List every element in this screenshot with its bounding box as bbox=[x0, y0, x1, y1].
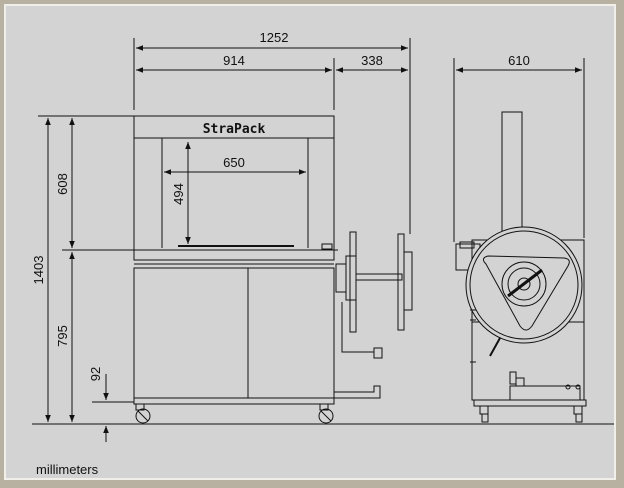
drawing-frame: StraPack bbox=[4, 4, 616, 480]
dim-914: 914 bbox=[223, 53, 245, 68]
dim-92: 92 bbox=[88, 367, 103, 381]
brand-logo: StraPack bbox=[203, 122, 266, 137]
side-view bbox=[455, 111, 587, 423]
dim-608: 608 bbox=[55, 173, 70, 195]
technical-drawing: StraPack bbox=[31, 30, 614, 442]
units-label: millimeters bbox=[36, 462, 99, 477]
dim-610: 610 bbox=[508, 53, 530, 68]
dim-338: 338 bbox=[361, 53, 383, 68]
dim-494: 494 bbox=[171, 183, 186, 205]
dim-795: 795 bbox=[55, 325, 70, 347]
front-view bbox=[133, 115, 413, 424]
dim-1252: 1252 bbox=[260, 30, 289, 45]
dim-1403: 1403 bbox=[31, 256, 46, 285]
dim-650: 650 bbox=[223, 155, 245, 170]
